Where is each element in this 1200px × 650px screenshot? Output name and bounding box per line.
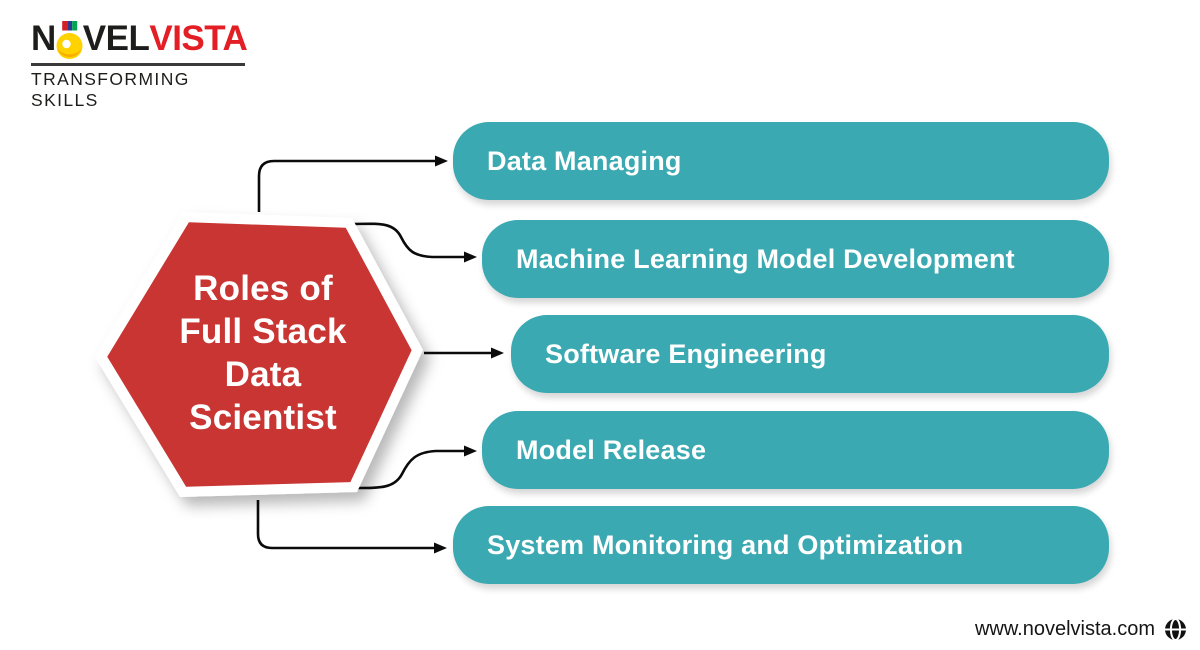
connector-system-monitoring	[256, 500, 447, 554]
website-url: www.novelvista.com	[974, 618, 1155, 640]
hexagon-shape	[95, 212, 423, 497]
role-label: Data Managing	[487, 145, 682, 176]
role-box-software-engineering: Software Engineering	[511, 315, 1109, 393]
title-line-3: Data	[224, 355, 302, 394]
role-label: Software Engineering	[545, 338, 827, 369]
logo-text-novel-n: N	[31, 19, 56, 58]
role-box-system-monitoring: System Monitoring and Optimization	[453, 506, 1109, 584]
role-box-model-release: Model Release	[482, 411, 1109, 489]
brand-tagline: TRANSFORMING SKILLS	[31, 69, 190, 110]
connector-data-managing	[257, 155, 448, 212]
logo-wordmark: N VEL VISTA	[31, 14, 251, 60]
role-label: System Monitoring and Optimization	[487, 529, 964, 560]
role-label: Machine Learning Model Development	[516, 243, 1015, 274]
title-line-1: Roles of	[193, 269, 333, 308]
footer: www.novelvista.com	[975, 618, 1187, 641]
connector-ml-model-development	[348, 222, 477, 263]
role-box-ml-model-development: Machine Learning Model Development	[482, 220, 1109, 298]
logo-divider	[31, 63, 245, 66]
title-line-2: Full Stack	[179, 312, 347, 351]
title-line-4: Scientist	[189, 398, 337, 437]
connector-lines	[256, 155, 504, 554]
medal-icon	[56, 21, 83, 59]
logo-text-vista: VISTA	[149, 19, 248, 58]
role-label: Model Release	[516, 434, 707, 465]
diagram-title: Roles of Full Stack Data Scientist	[128, 267, 398, 439]
brand-logo: N VEL VISTA TRANSFORMING SKILLS	[31, 14, 251, 111]
logo-text-novel-vel: VEL	[82, 19, 150, 58]
role-box-data-managing: Data Managing	[453, 122, 1109, 200]
globe-icon	[1164, 618, 1187, 641]
connector-model-release	[350, 445, 477, 490]
